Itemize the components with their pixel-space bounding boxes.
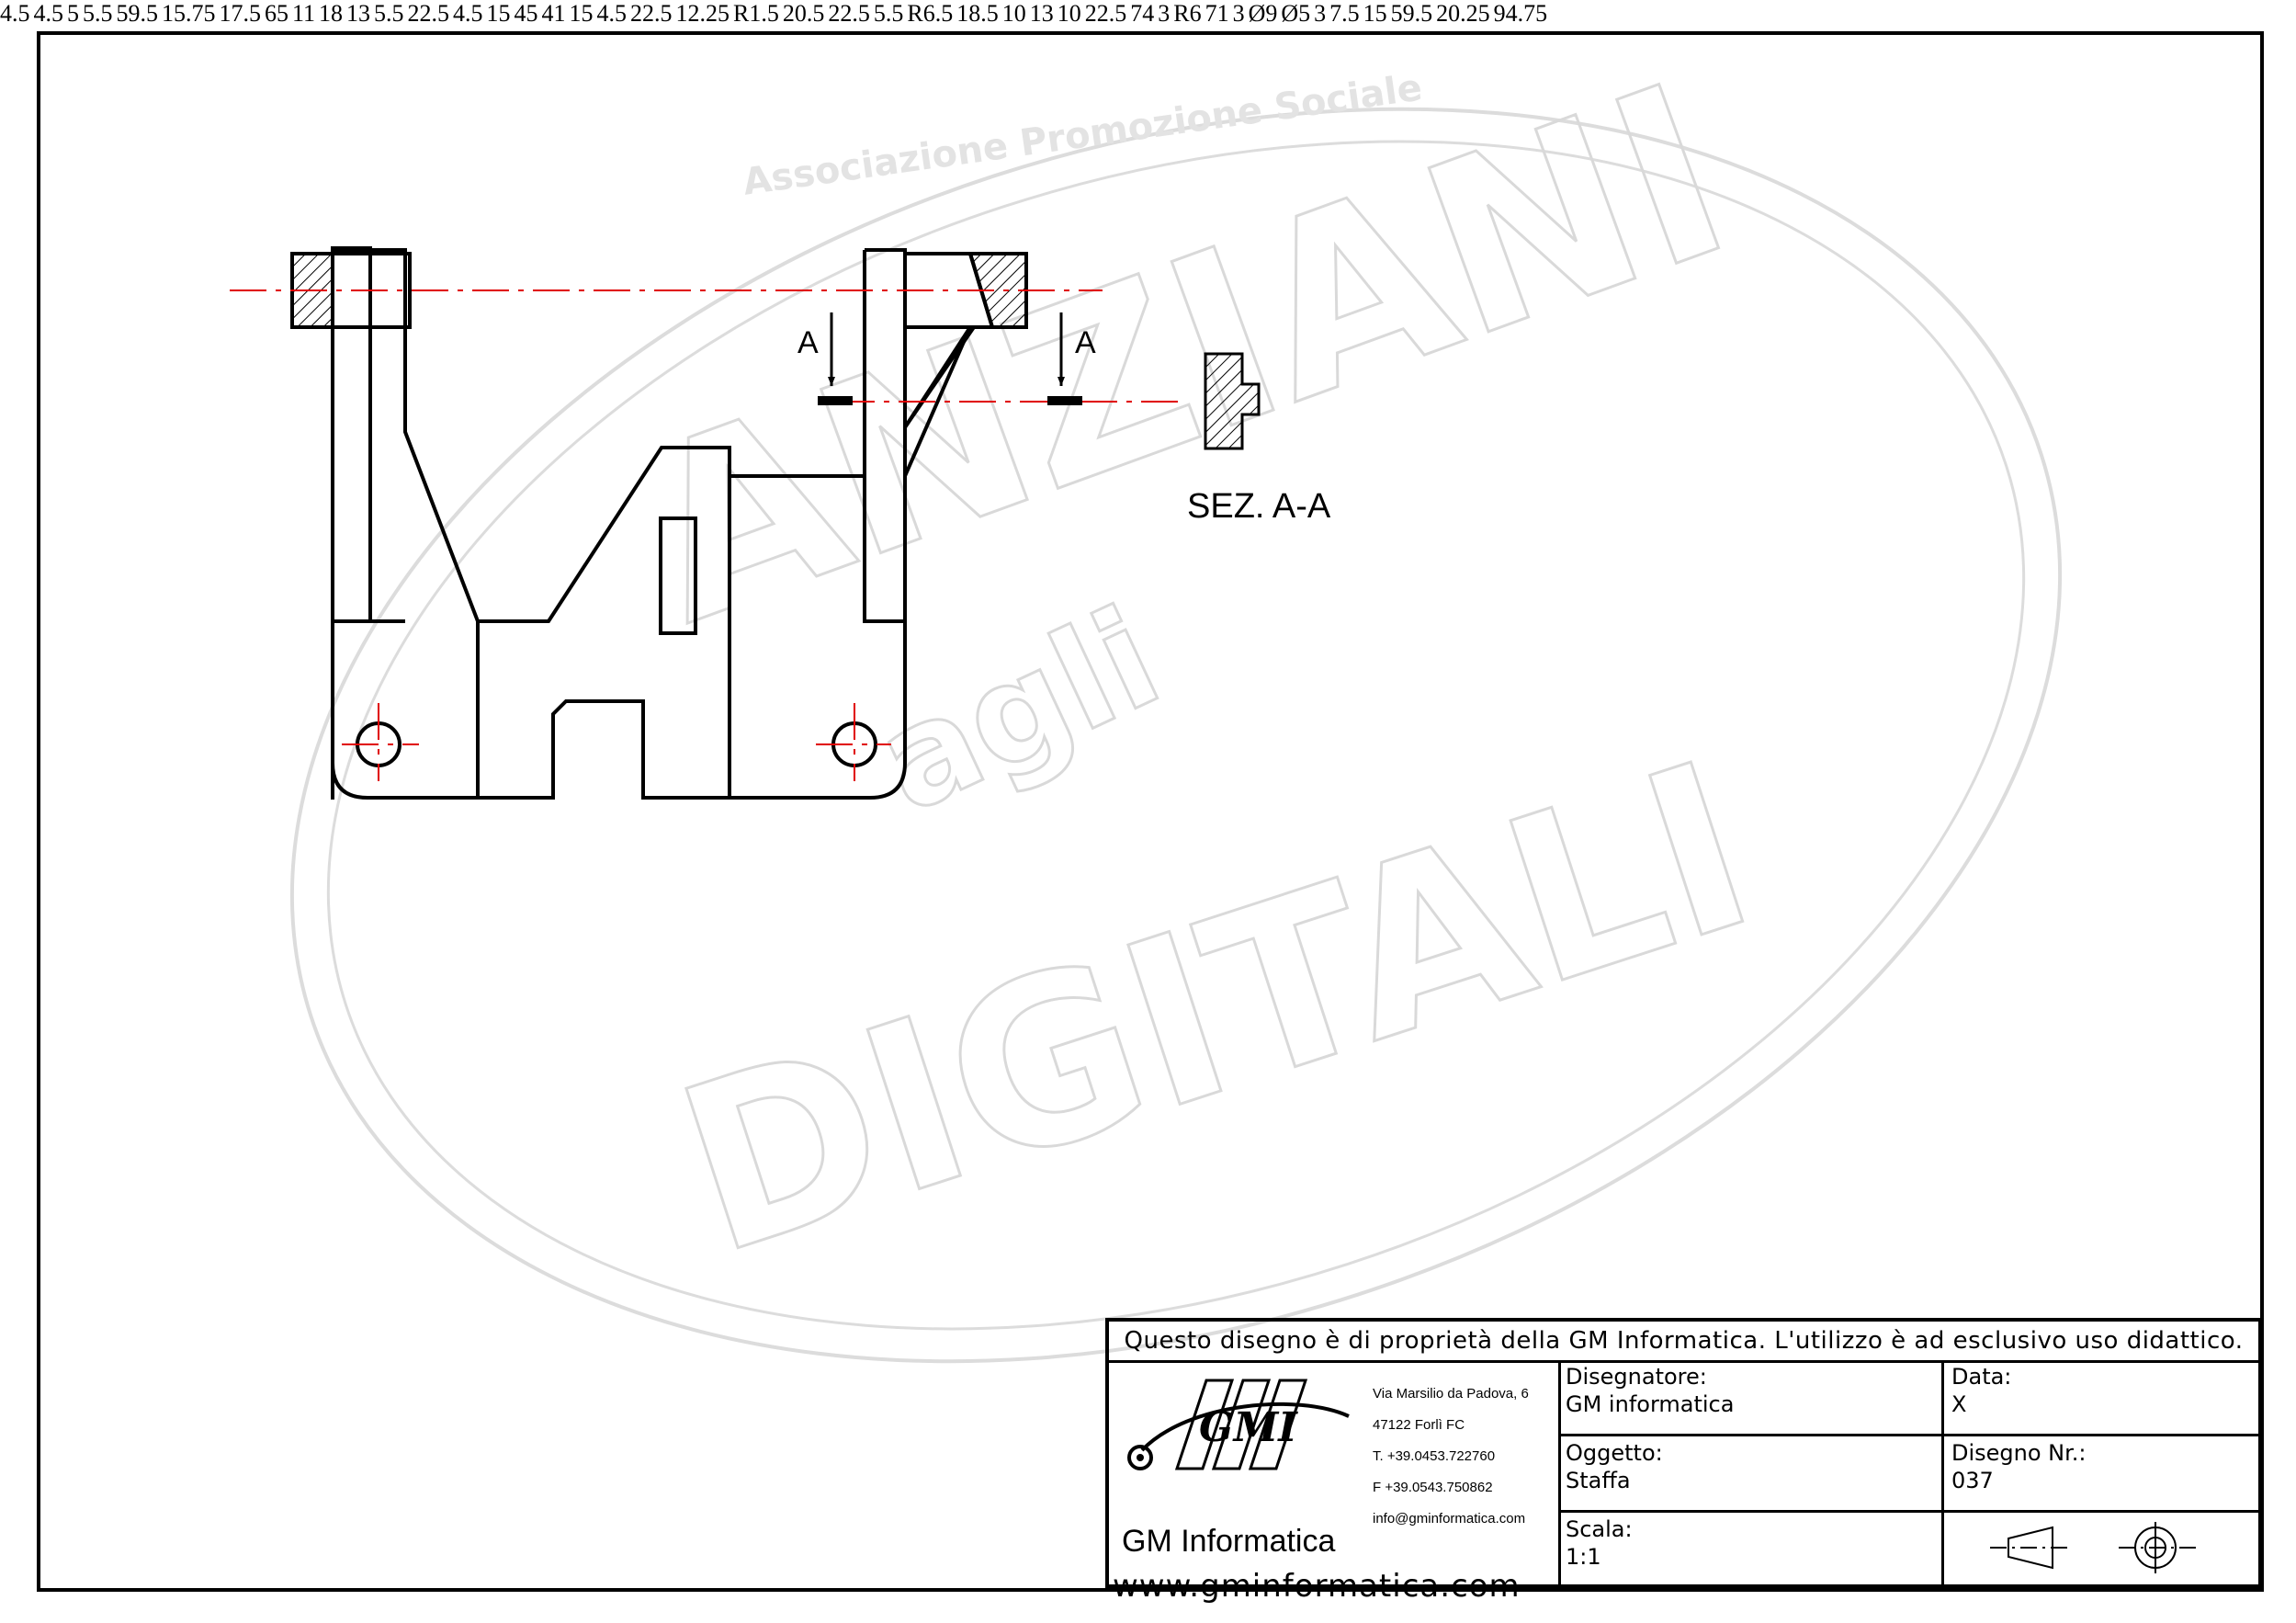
designer-label: Disegnatore:	[1566, 1364, 1707, 1390]
scale-field: Scala: 1:1	[1558, 1513, 1944, 1584]
dim-22-5-b: 22.5	[1084, 0, 1127, 27]
watermark-big-bottom: DIGITALI	[652, 712, 1780, 1306]
scale-label: Scala:	[1566, 1516, 1633, 1542]
dim-18-5: 18.5	[956, 0, 999, 27]
section-cut-markers: A A	[797, 312, 1096, 405]
company-website: www.gminformatica.com	[1113, 1568, 1521, 1605]
drawing-number-label: Disegno Nr.:	[1951, 1440, 2087, 1466]
section-cut-letter-left: A	[797, 325, 819, 360]
dim-r1-5: R1.5	[733, 0, 779, 27]
dim-10b: 10	[1057, 0, 1081, 27]
dim-r6: R6	[1173, 0, 1202, 27]
date-label: Data:	[1951, 1364, 2012, 1390]
company-name: GM Informatica	[1122, 1524, 1336, 1559]
drawing-number-field: Disegno Nr.: 037	[1944, 1436, 2258, 1513]
dim-18: 18	[319, 0, 344, 27]
fax-number: F +39.0543.750862	[1373, 1480, 1493, 1495]
dim-3-section: 3	[1158, 0, 1171, 27]
projection-symbol-field	[1944, 1513, 2258, 1584]
object-label: Oggetto:	[1566, 1440, 1663, 1466]
object-value: Staffa	[1566, 1468, 1631, 1493]
dim-59-5-top: 59.5	[116, 0, 159, 27]
dim-13b: 13	[1029, 0, 1054, 27]
designer-field: Disegnatore: GM informatica	[1558, 1360, 1944, 1436]
dim-7-5: 7.5	[1329, 0, 1360, 27]
logo-dot-icon	[1127, 1445, 1153, 1470]
title-fields: Disegnatore: GM informatica Data: X Ogge…	[1558, 1360, 2258, 1584]
dimension-texts: 4.5 4.5 5 5.5 59.5 15.75 17.5 65 11 18 1…	[0, 0, 1547, 27]
dim-4-5-low: 4.5	[596, 0, 628, 27]
dim-5-5-bottom: 5.5	[873, 0, 904, 27]
dim-20-5: 20.5	[782, 0, 825, 27]
dim-r6-5: R6.5	[907, 0, 954, 27]
projection-symbol-icon	[1990, 1522, 2197, 1573]
front-view-centerlines	[230, 289, 1185, 781]
dim-5: 5	[67, 0, 79, 27]
logo-text: GMI	[1199, 1404, 1298, 1451]
title-block: Questo disegno è di proprietà della GM I…	[1105, 1318, 2262, 1605]
drawing-number-value: 037	[1951, 1468, 1994, 1493]
address-line-2: 47122 Forlì FC	[1373, 1417, 1465, 1433]
dim-65: 65	[265, 0, 288, 27]
dim-11: 11	[292, 0, 316, 27]
phone-number: T. +39.0453.722760	[1373, 1448, 1496, 1464]
address-line-1: Via Marsilio da Padova, 6	[1373, 1386, 1529, 1402]
section-label: SEZ. A-A	[1187, 487, 1331, 526]
dim-3-bottom: 3	[1314, 0, 1327, 27]
dim-3-side: 3	[1232, 0, 1245, 27]
dim-17-5: 17.5	[219, 0, 262, 27]
object-field: Oggetto: Staffa	[1558, 1436, 1944, 1513]
date-value: X	[1951, 1391, 1967, 1417]
sheet-border	[37, 31, 2264, 1592]
dim-22-5-mid: 22.5	[407, 0, 450, 27]
email-address: info@gminformatica.com	[1373, 1511, 1526, 1527]
gmi-logo: GMI	[1127, 1379, 1350, 1470]
dim-13: 13	[346, 0, 371, 27]
dim-59-5-b: 59.5	[1390, 0, 1433, 27]
dim-22-5-left: 22.5	[630, 0, 673, 27]
dim-22-5-right: 22.5	[828, 0, 870, 27]
dim-20-25: 20.25	[1436, 0, 1490, 27]
dim-5-5-right: 5.5	[374, 0, 404, 27]
dim-12-25: 12.25	[675, 0, 730, 27]
dim-41: 41	[541, 0, 566, 27]
dim-15-bottom: 15	[569, 0, 594, 27]
dim-15-b: 15	[1363, 0, 1387, 27]
dim-phi9: Ø9	[1248, 0, 1278, 27]
dim-4-5-top-left: 4.5	[0, 0, 30, 27]
dim-10a: 10	[1001, 0, 1026, 27]
dim-71: 71	[1205, 0, 1229, 27]
scale-value: 1:1	[1566, 1544, 1601, 1570]
dim-45: 45	[514, 0, 538, 27]
dim-74: 74	[1130, 0, 1155, 27]
dim-5-5-top: 5.5	[83, 0, 113, 27]
dim-15-slot: 15	[486, 0, 511, 27]
section-cut-letter-right: A	[1075, 325, 1096, 360]
dim-phi5: Ø5	[1281, 0, 1311, 27]
dim-4-5-slot: 4.5	[453, 0, 483, 27]
company-cell: GMI Via Marsilio da Padova, 6 47122 Forl…	[1109, 1360, 1561, 1605]
dim-15-75: 15.75	[162, 0, 216, 27]
dim-4-5-top-right: 4.5	[33, 0, 64, 27]
section-a-a	[1204, 352, 1261, 450]
date-field: Data: X	[1944, 1360, 2258, 1436]
dim-94-75: 94.75	[1493, 0, 1548, 27]
ownership-notice: Questo disegno è di proprietà della GM I…	[1109, 1322, 2258, 1363]
designer-value: GM informatica	[1566, 1391, 1735, 1417]
